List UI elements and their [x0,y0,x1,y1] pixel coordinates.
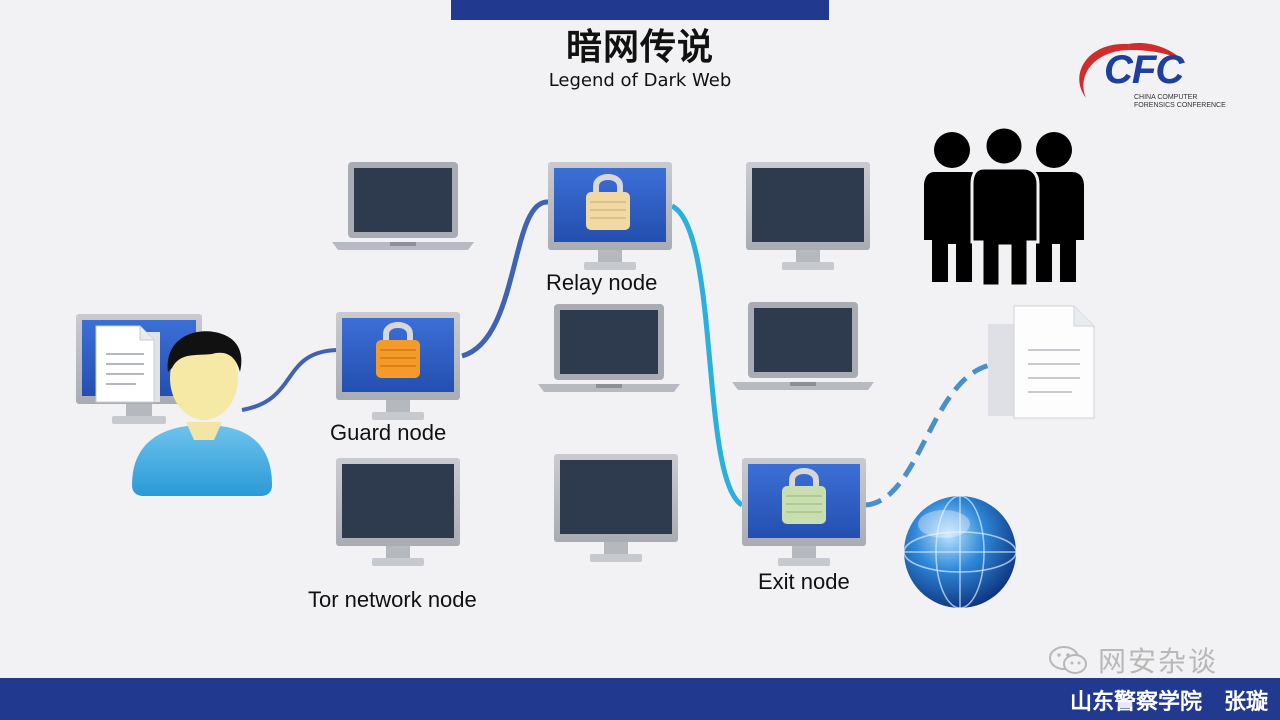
tor-laptop-2 [538,304,680,392]
wechat-watermark: 网安杂谈 [1048,644,1218,678]
tor-monitor-1 [746,162,870,270]
footer-author: 山东警察学院 张璇 [1069,690,1268,715]
logo-subtitle: CHINA COMPUTER FORENSICS CONFERENCE [1134,94,1230,110]
logo-sub-line1: CHINA COMPUTER [1134,94,1198,101]
page-subtitle: Legend of Dark Web [548,70,732,91]
guard-node-label: Guard node [330,420,447,445]
user-document-icon [95,325,160,403]
tor-monitor-2 [336,458,460,566]
path-exit-document [865,362,991,508]
watermark-text: 网安杂谈 [1098,645,1219,678]
cfc-logo: CFC CHINA COMPUTER FORENSICS CONFERENCE [1068,34,1228,118]
user-avatar-icon [132,331,272,496]
logo-sub-line2: FORENSICS CONFERENCE [1134,102,1226,109]
page-title: 暗网传说 [565,27,714,68]
logo-wordmark: CFC [1104,48,1184,92]
tor-laptop-1 [332,162,474,250]
people-group-icon [924,125,1084,288]
logo-swoosh-icon [1079,42,1186,98]
tor-laptop-3 [732,302,874,390]
relay-node-label: Relay node [546,270,658,295]
path-relay-exit [670,203,744,508]
tor-node-label: Tor network node [308,587,477,612]
path-user-guard [241,348,341,412]
tor-monitor-3 [554,454,678,562]
top-accent-bar [451,0,829,20]
internet-globe-icon [903,495,1017,609]
path-guard-relay [461,199,549,359]
guard-lock-icon [376,322,420,378]
relay-lock-icon [586,174,630,230]
bottom-bar [0,678,1280,720]
destination-document-icon [988,305,1095,419]
exit-node-label: Exit node [758,569,850,594]
wechat-icon [1049,646,1087,674]
exit-lock-icon [782,468,826,524]
